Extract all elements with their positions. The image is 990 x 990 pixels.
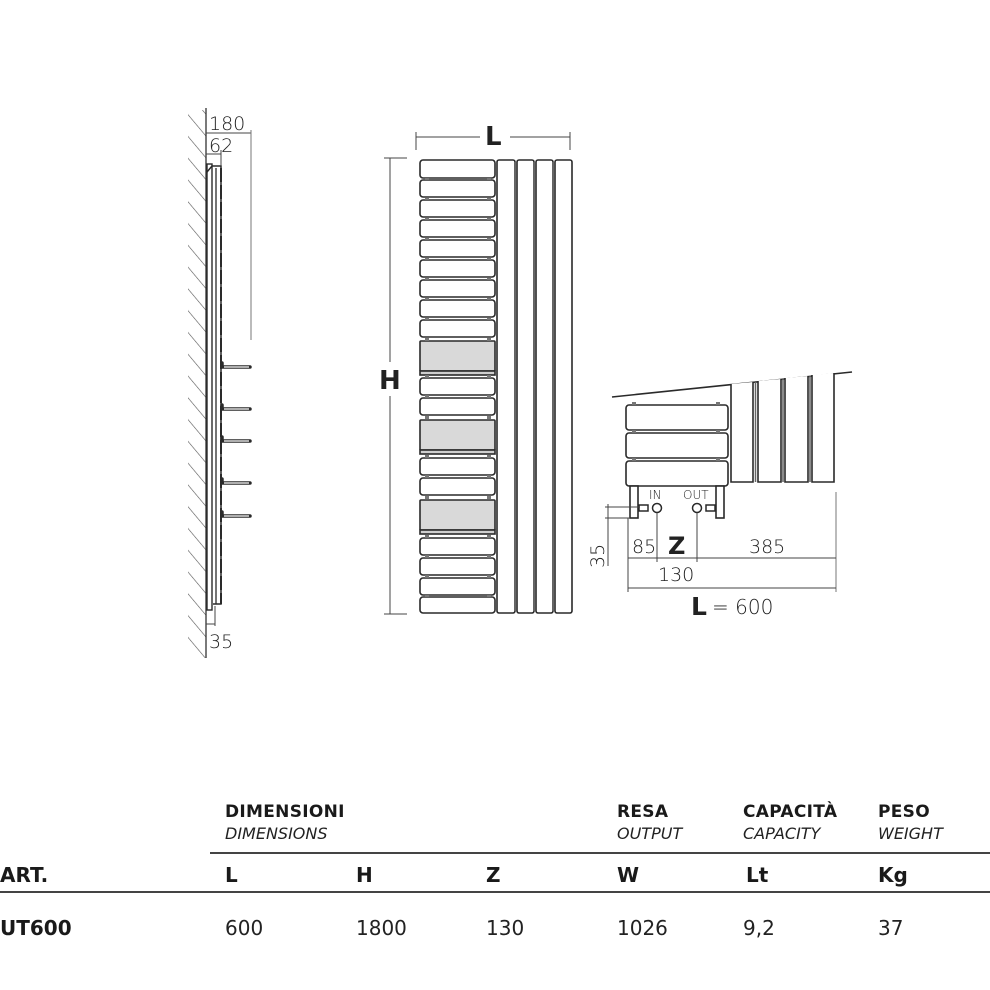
row-l: 600	[225, 916, 264, 940]
col-lt: Lt	[746, 863, 769, 887]
group-output-en: OUTPUT	[617, 824, 683, 843]
dim-total-label: L	[691, 592, 707, 621]
horizontal-slats	[419, 159, 496, 614]
col-h: H	[356, 863, 373, 887]
group-weight-en: WEIGHT	[878, 824, 943, 843]
side-view: 180 62 35	[178, 108, 252, 658]
row-kg: 37	[878, 916, 904, 940]
col-l: L	[225, 863, 238, 887]
dim-inlet-offset: 85	[632, 536, 656, 558]
dim-pipe-height: 35	[587, 544, 609, 568]
row-lt: 9,2	[743, 916, 775, 940]
group-weight-it: PESO	[878, 802, 930, 822]
group-dimensions-en: DIMENSIONS	[225, 824, 328, 843]
column-divider	[0, 891, 990, 893]
group-dimensions-it: DIMENSIONI	[225, 802, 345, 822]
spec-table: DIMENSIONI DIMENSIONS RESA OUTPUT CAPACI…	[0, 790, 990, 970]
row-z: 130	[486, 916, 525, 940]
row-h: 1800	[356, 916, 407, 940]
header-divider	[210, 852, 990, 854]
group-capacity-it: CAPACITÀ	[743, 802, 838, 822]
vertical-collector	[496, 159, 573, 614]
dim-remaining: 385	[749, 536, 785, 558]
dim-height-label: H	[379, 366, 401, 396]
col-art: ART.	[0, 863, 49, 887]
group-output-it: RESA	[617, 802, 669, 822]
dim-width-label: L	[485, 122, 502, 152]
inlet-label: IN	[649, 488, 662, 502]
towel-bars	[220, 361, 252, 518]
connection-view: IN OUT 35 85 Z 385 130 L = 600	[587, 371, 853, 621]
inlet-valve	[638, 502, 663, 514]
dim-outlet-offset: 130	[658, 564, 694, 586]
technical-drawing: 180 62 35 L H	[178, 108, 853, 658]
outlet-label: OUT	[683, 488, 709, 502]
dim-total-value: = 600	[712, 595, 773, 619]
group-capacity-en: CAPACITY	[743, 824, 821, 843]
front-view: L H	[379, 122, 573, 615]
dim-centers-label: Z	[668, 532, 685, 560]
row-art: UT600	[0, 916, 72, 940]
col-z: Z	[486, 863, 501, 887]
col-w: W	[617, 863, 640, 887]
col-kg: Kg	[878, 863, 908, 887]
dim-panel-depth: 62	[209, 135, 233, 157]
dim-wall-gap: 35	[209, 631, 233, 653]
rear-collector	[206, 163, 213, 611]
row-w: 1026	[617, 916, 668, 940]
outlet-valve	[691, 502, 716, 514]
dim-total-depth: 180	[209, 113, 245, 135]
